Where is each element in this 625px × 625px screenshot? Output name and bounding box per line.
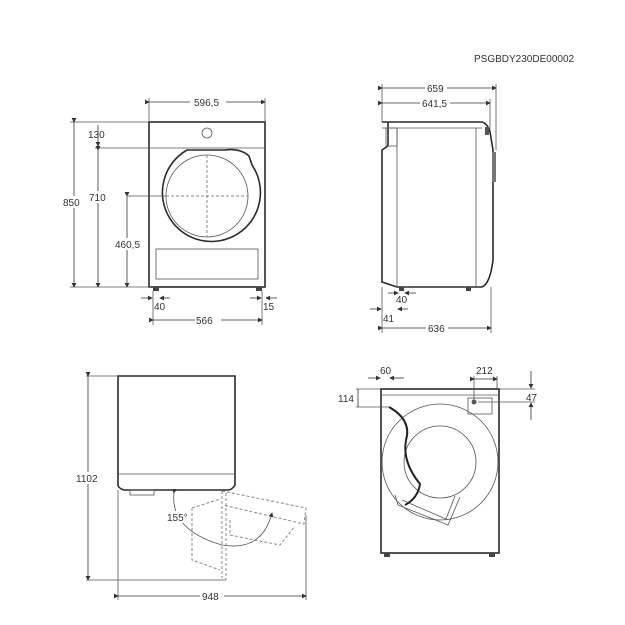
dim-top-height-open: 1102 <box>76 474 98 485</box>
top-view: 155° 1102 948 <box>74 372 307 603</box>
dim-side-back: 41 <box>383 314 395 325</box>
dim-front-lower-height: 710 <box>89 193 106 204</box>
dim-hose-offset: 60 <box>380 366 392 377</box>
dim-side-foot: 40 <box>396 295 408 306</box>
dim-door-angle: 155° <box>167 513 188 524</box>
dim-side-depth-base: 636 <box>428 324 445 335</box>
front-view: 596,5 850 130 710 460,5 40 15 566 <box>62 95 277 327</box>
side-view: 659 641,5 40 41 636 <box>370 82 497 335</box>
dim-front-height: 850 <box>63 198 80 209</box>
dim-side-depth-total: 659 <box>427 84 444 95</box>
dim-outlet-height: 47 <box>526 393 538 404</box>
dim-outlet-offset: 212 <box>476 366 493 377</box>
dim-side-depth-body: 641,5 <box>422 99 447 110</box>
dim-foot-left: 40 <box>154 302 166 313</box>
dim-top-width-open: 948 <box>202 592 219 603</box>
dim-front-width: 596,5 <box>194 98 219 109</box>
dim-door-center-height: 460,5 <box>115 240 140 251</box>
drawing-code: PSGBDY230DE00002 <box>474 54 575 65</box>
dim-hose-height: 114 <box>338 394 354 405</box>
dim-front-panel-height: 130 <box>88 130 105 141</box>
rear-view: 60 114 212 47 <box>338 366 538 557</box>
dim-foot-right: 15 <box>263 302 275 313</box>
dim-feet-span: 566 <box>196 316 213 327</box>
